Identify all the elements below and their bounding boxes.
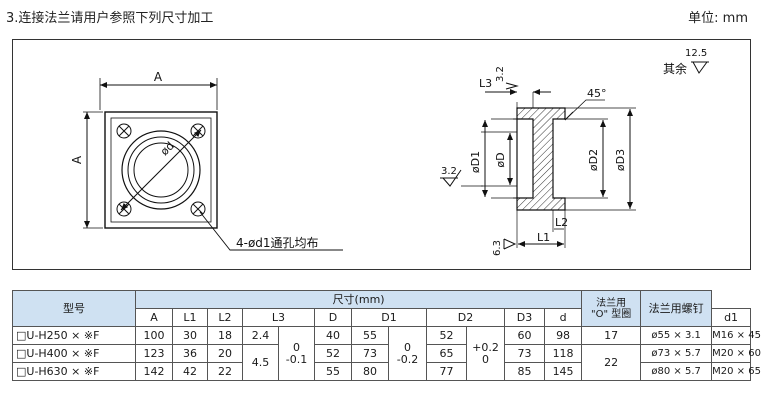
cell-d-small: 98 [543, 326, 583, 345]
sub-header-d3: D3 [504, 308, 545, 327]
cell-a: 142 [135, 362, 173, 381]
cell-d1: 73 [351, 344, 389, 363]
sub-header-d1: D1 [351, 308, 427, 327]
sub-header-l2: L2 [207, 308, 243, 327]
cell-bolt: M16 × 45 [711, 326, 761, 345]
sub-header-d1-small: d1 [711, 308, 751, 327]
cell-oring: ø73 × 5.7 [640, 344, 713, 363]
cell-d3: 73 [504, 344, 545, 363]
page-heading: 3.连接法兰请用户参照下列尺寸加工 [6, 11, 214, 26]
col-model-header: 型号 [12, 290, 136, 327]
svg-text:3.2: 3.2 [495, 66, 506, 82]
sub-header-d2: D2 [426, 308, 505, 327]
model-cell: □U-H250 × ※F [12, 326, 136, 345]
cell-d: 52 [314, 344, 352, 363]
sub-header-d-small: d [543, 308, 583, 327]
cell-a: 123 [135, 344, 173, 363]
cell-l3: 4.5 [242, 344, 279, 381]
cell-d: 55 [314, 362, 352, 381]
svg-text:其余: 其余 [663, 61, 687, 76]
spec-table: 型号 尺寸(mm) 法兰用"O" 型圈 法兰用螺钉 A L1 L2 L3 D D… [12, 290, 761, 381]
flange-drawing: A A ød [12, 39, 751, 270]
holes-note: 4-ød1通孔均布 [236, 236, 319, 250]
cell-a: 100 [135, 326, 173, 345]
cell-d3: 60 [504, 326, 545, 345]
roughness-symbol-bottom: 6.3 [492, 238, 517, 256]
svg-text:6.3: 6.3 [492, 240, 503, 256]
dim-d-label: øD [494, 152, 507, 167]
table-row: □U-H400 × ※F 123 36 20 4.5 52 73 65 73 1… [12, 344, 761, 381]
sub-header-l1: L1 [172, 308, 208, 327]
table-row: □U-H630 × ※F 142 42 22 55 80 77 85 145 ø… [12, 362, 761, 381]
flange-drawing-svg: A A ød [70, 48, 709, 256]
model-cell: □U-H400 × ※F [12, 344, 136, 363]
cell-l2: 18 [207, 326, 243, 345]
cell-d1: 55 [351, 326, 389, 345]
col-bolt-header: 法兰用螺钉 [640, 290, 713, 327]
cell-d2: 52 [426, 326, 467, 345]
cell-d1-small: 22 [581, 344, 642, 381]
cell-l1: 30 [172, 326, 208, 345]
cell-d2: 77 [426, 362, 467, 381]
dim-d3-label: øD3 [614, 149, 627, 171]
section-view: 45° øD1 øD øD2 øD3 L3 [440, 48, 709, 256]
cell-l2: 20 [207, 344, 243, 363]
sub-header-a: A [135, 308, 173, 327]
cell-d3: 85 [504, 362, 545, 381]
dim-d-line [120, 129, 202, 211]
front-view: A A ød [70, 70, 343, 251]
dim-a-vertical-label: A [70, 155, 84, 164]
dim-l1-label: L1 [537, 231, 550, 244]
l3-tolerance: 0-0.1 [278, 326, 315, 381]
cell-d2: 65 [426, 344, 467, 363]
unit-label: 单位: mm [688, 11, 748, 26]
table-row: □U-H250 × ※F 100 30 18 2.4 0-0.1 40 55 0… [12, 326, 761, 381]
section-body [516, 107, 566, 211]
cell-d-small: 118 [543, 344, 583, 363]
model-cell: □U-H630 × ※F [12, 362, 136, 381]
roughness-other: 12.5 其余 [663, 48, 709, 76]
cell-oring: ø55 × 3.1 [640, 326, 713, 345]
col-size-group-header: 尺寸(mm) [134, 290, 583, 309]
roughness-symbol-left: 3.2 [440, 166, 483, 187]
cell-l2: 22 [207, 362, 243, 381]
dim-d2-label: øD2 [587, 149, 600, 171]
dim-l3-label: L3 [479, 77, 492, 90]
col-oring-header: 法兰用"O" 型圈 [581, 290, 642, 327]
angle-label: 45° [587, 87, 607, 100]
cell-d1-small: 17 [581, 326, 642, 345]
cell-bolt: M20 × 65 [711, 362, 761, 381]
cell-d1: 80 [351, 362, 389, 381]
dim-l2-label: L2 [555, 216, 568, 229]
angle-leader [564, 99, 605, 121]
dim-a-label: A [154, 70, 163, 84]
cell-d-small: 145 [543, 362, 583, 381]
dim-d1-label: øD1 [469, 151, 482, 173]
sub-header-l3: L3 [242, 308, 315, 327]
roughness-symbol-top: 3.2 [495, 66, 519, 90]
svg-text:3.2: 3.2 [441, 166, 457, 177]
cell-l1: 42 [172, 362, 208, 381]
cell-bolt: M20 × 60 [711, 344, 761, 363]
holes-leader [199, 211, 343, 251]
svg-text:12.5: 12.5 [685, 48, 707, 59]
d1-tolerance: 0-0.2 [388, 326, 427, 381]
sub-header-d: D [314, 308, 352, 327]
cell-d: 40 [314, 326, 352, 345]
cell-l3: 2.4 [242, 326, 279, 345]
cell-oring: ø80 × 5.7 [640, 362, 713, 381]
cell-l1: 36 [172, 344, 208, 363]
